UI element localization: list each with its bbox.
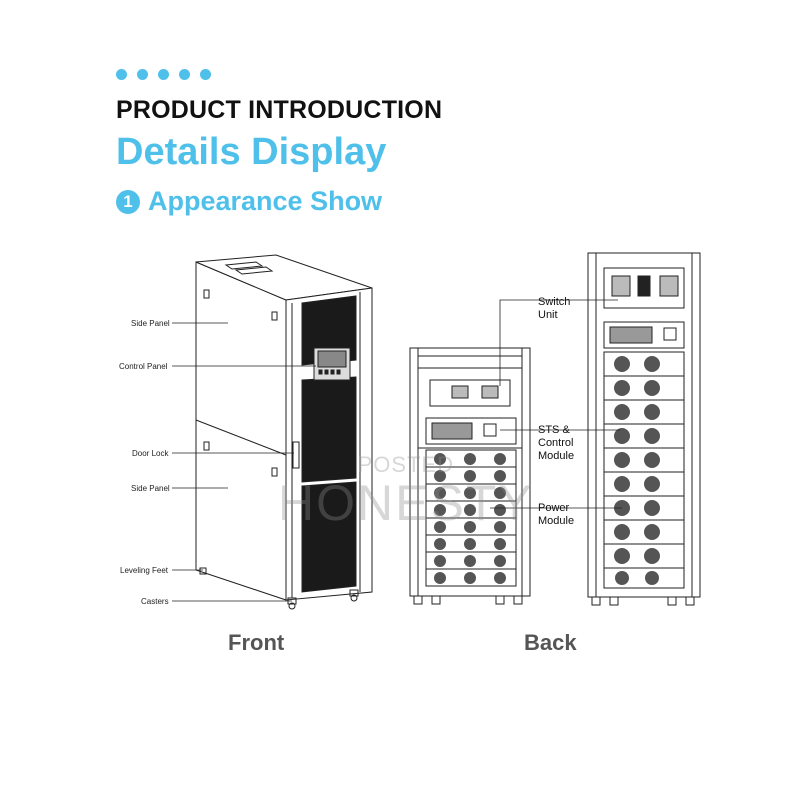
back-left-foot-1 bbox=[413, 595, 423, 605]
back-left-rail-r bbox=[521, 347, 531, 597]
control-panel-screen bbox=[317, 350, 347, 368]
door-panel-lower bbox=[301, 481, 357, 593]
door-handle bbox=[292, 441, 300, 469]
dot-5 bbox=[200, 69, 211, 80]
side-hole-2 bbox=[271, 311, 278, 321]
cp-btn-2 bbox=[324, 369, 329, 375]
cp-btn-1 bbox=[318, 369, 323, 375]
sts-vent-2 bbox=[609, 326, 653, 344]
back-cabinet-right bbox=[587, 252, 701, 606]
door-panel-middle bbox=[301, 376, 357, 483]
caster-wheel-right bbox=[350, 594, 358, 602]
back-left-foot-4 bbox=[513, 595, 523, 605]
cp-btn-3 bbox=[330, 369, 335, 375]
label-side-panel-bottom: Side Panel bbox=[131, 484, 170, 493]
back-leader-lines bbox=[490, 299, 622, 509]
side-hole-1 bbox=[203, 289, 210, 299]
label-switch-unit-2: Unit bbox=[538, 309, 558, 321]
section-title: Appearance Show bbox=[148, 186, 383, 216]
caster-front-right bbox=[349, 589, 359, 597]
dot-3 bbox=[158, 69, 169, 80]
back-right-foot-2 bbox=[609, 596, 619, 606]
label-side-panel-top: Side Panel bbox=[131, 319, 170, 328]
label-casters: Casters bbox=[141, 597, 169, 606]
back-right-rail-r bbox=[691, 252, 701, 598]
back-labels: Switch Unit STS & Control Module Power M… bbox=[538, 296, 574, 527]
back-right-sts-module bbox=[603, 321, 685, 349]
back-right-foot-4 bbox=[685, 596, 695, 606]
label-door-lock: Door Lock bbox=[132, 449, 169, 458]
dot-1 bbox=[116, 69, 127, 80]
label-sts-1: STS & bbox=[538, 424, 570, 436]
dot-2 bbox=[137, 69, 148, 80]
back-left-switch-unit bbox=[429, 379, 511, 407]
back-left-fans bbox=[434, 453, 506, 584]
side-seam bbox=[195, 419, 287, 456]
back-right-foot-3 bbox=[667, 596, 677, 606]
sts-indicator bbox=[483, 423, 497, 437]
back-left-rail-l bbox=[409, 347, 419, 597]
page-subtitle: Details Display bbox=[116, 131, 387, 173]
section-heading: 1 Appearance Show bbox=[116, 186, 382, 217]
label-power-1: Power bbox=[538, 502, 570, 514]
switch-4 bbox=[637, 275, 651, 297]
back-left-foot-3 bbox=[495, 595, 505, 605]
back-right-rail-l bbox=[587, 252, 597, 598]
label-sts-2: Control bbox=[538, 437, 573, 449]
back-right-switch-unit bbox=[603, 267, 685, 309]
back-cabinet-left bbox=[409, 347, 531, 605]
caster-wheel-left bbox=[288, 602, 296, 610]
caption-back: Back bbox=[524, 630, 577, 655]
dot-4 bbox=[179, 69, 190, 80]
back-right-fans bbox=[614, 356, 660, 585]
cp-btn-4 bbox=[336, 369, 341, 375]
back-left-sts-module bbox=[425, 417, 517, 445]
leveling-foot-left bbox=[199, 567, 207, 575]
label-leveling-feet: Leveling Feet bbox=[120, 566, 169, 575]
switch-2 bbox=[481, 385, 499, 399]
back-right-foot-1 bbox=[591, 596, 601, 606]
top-vent-1 bbox=[224, 261, 264, 270]
label-power-2: Module bbox=[538, 515, 574, 527]
side-hole-3 bbox=[203, 441, 210, 451]
front-leader-lines bbox=[172, 322, 316, 602]
switch-1 bbox=[451, 385, 469, 399]
page-title: PRODUCT INTRODUCTION bbox=[116, 96, 443, 124]
back-left-foot-2 bbox=[431, 595, 441, 605]
label-switch-unit-1: Switch bbox=[538, 296, 570, 308]
front-cabinet bbox=[195, 254, 373, 610]
section-number-badge: 1 bbox=[116, 189, 140, 214]
front-labels: Side Panel Control Panel Door Lock Side … bbox=[119, 319, 170, 606]
label-control-panel: Control Panel bbox=[119, 362, 168, 371]
switch-3 bbox=[611, 275, 631, 297]
switch-5 bbox=[659, 275, 679, 297]
label-sts-3: Module bbox=[538, 450, 574, 462]
sts-vent bbox=[431, 422, 473, 440]
decorative-dots bbox=[116, 69, 211, 80]
caption-front: Front bbox=[228, 630, 285, 655]
top-vent-2 bbox=[234, 266, 274, 275]
sts-indicator-2 bbox=[663, 327, 677, 341]
side-hole-4 bbox=[271, 467, 278, 477]
